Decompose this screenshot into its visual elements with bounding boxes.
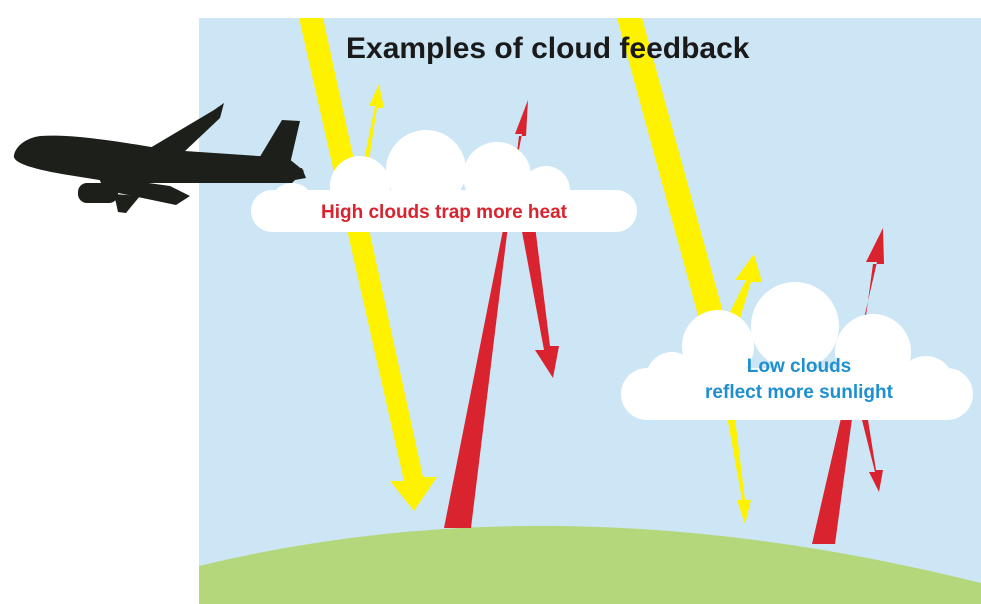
sunlight-arrow-reflected-high xyxy=(360,84,384,180)
airplane-icon xyxy=(13,103,306,213)
heat-arrow-trapped-down xyxy=(521,226,559,378)
low-cloud-label-line1: Low clouds xyxy=(747,356,852,377)
ground xyxy=(199,525,981,604)
sunlight-arrow-transmitted xyxy=(726,410,751,524)
low-cloud xyxy=(621,282,973,420)
diagram-title: Examples of cloud feedback xyxy=(346,32,750,65)
sunlight-arrow-incoming-left xyxy=(299,18,437,511)
heat-arrow-outgoing-right xyxy=(812,228,884,544)
low-cloud-label-line2: reflect more sunlight xyxy=(705,382,894,403)
sunlight-arrow-incoming-right xyxy=(617,18,734,352)
sky-background xyxy=(199,18,981,604)
high-cloud xyxy=(251,130,637,232)
heat-arrow-outgoing-left xyxy=(444,100,528,528)
heat-arrow-trapped-low xyxy=(862,420,883,492)
high-cloud-label: High clouds trap more heat xyxy=(321,202,568,223)
